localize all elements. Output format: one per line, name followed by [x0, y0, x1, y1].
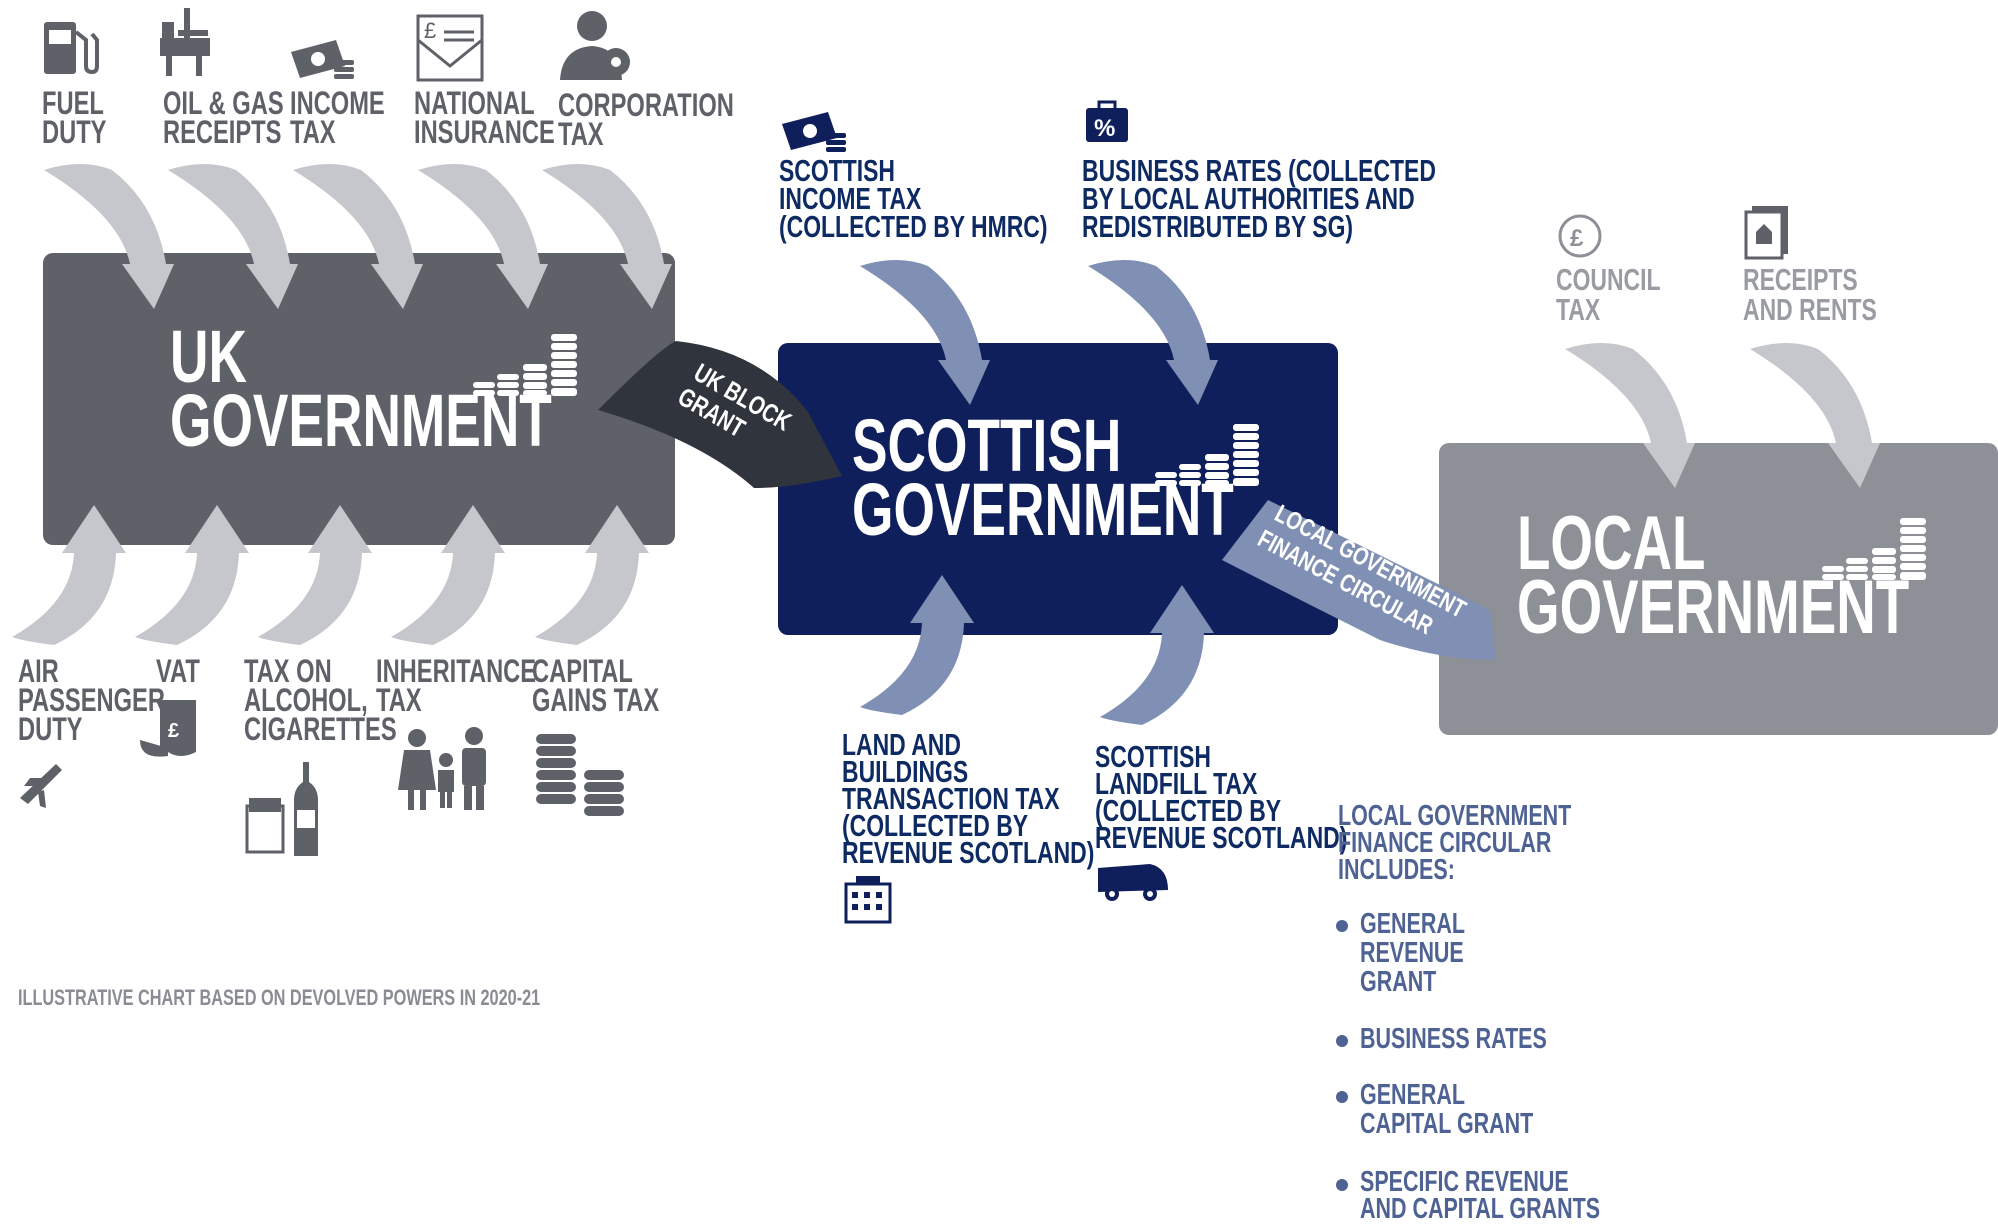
label-oil-gas-receipts: OIL & GAS RECEIPTS [163, 85, 284, 150]
bullet [1336, 920, 1348, 932]
circular-item-business-rates: BUSINESS RATES [1360, 1023, 1547, 1055]
scottish-government-title: SCOTTISH GOVERNMENT [852, 404, 1234, 551]
label-fuel-duty: FUEL DUTY [42, 85, 107, 150]
label-inheritance-tax: INHERITANCE TAX [376, 653, 537, 718]
circular-heading: LOCAL GOVERNMENT FINANCE CIRCULAR INCLUD… [1338, 800, 1572, 886]
envelope-pound-icon: £ [416, 14, 484, 82]
businessman-gear-icon [560, 11, 630, 80]
building-icon [844, 876, 892, 924]
footnote: ILLUSTRATIVE CHART BASED ON DEVOLVED POW… [18, 985, 541, 1010]
coin-stacks-icon [536, 734, 624, 816]
scottish-government-box [778, 343, 1338, 635]
label-air-passenger-duty: AIR PASSENGER DUTY [18, 653, 165, 747]
airplane-icon [20, 764, 62, 808]
uk-government-title: UK GOVERNMENT [170, 315, 552, 462]
label-landfill-tax: SCOTTISH LANDFILL TAX (COLLECTED BY REVE… [1095, 739, 1348, 855]
label-receipts-rents: RECEIPTS AND RENTS [1743, 262, 1877, 327]
svg-text:%: % [1094, 115, 1115, 142]
local-government-title: LOCAL GOVERNMENT [1517, 501, 1910, 650]
uk-government-box [43, 253, 675, 545]
label-income-tax: INCOME TAX [290, 85, 385, 150]
circular-item-general-capital-grant: GENERAL CAPITAL GRANT [1360, 1079, 1534, 1140]
label-business-rates: BUSINESS RATES (COLLECTED BY LOCAL AUTHO… [1082, 153, 1436, 244]
circular-item-general-revenue-grant: GENERAL REVENUE GRANT [1360, 908, 1465, 998]
house-document-icon [1744, 206, 1788, 260]
percent-briefcase-icon: % [1086, 100, 1128, 142]
oil-rig-icon [160, 8, 210, 76]
bullet [1336, 1091, 1348, 1103]
label-capital-gains-tax: CAPITAL GAINS TAX [532, 653, 660, 718]
label-vat: VAT [156, 653, 200, 689]
pound-coin-icon: £ [1558, 214, 1602, 258]
label-corporation-tax: CORPORATION TAX [558, 87, 734, 152]
bullet [1336, 1179, 1348, 1191]
uk-block-grant-arrow: UK BLOCK GRANT [598, 341, 842, 488]
svg-text:£: £ [168, 720, 179, 742]
bullet [1336, 1035, 1348, 1047]
label-alcohol-cigarettes: TAX ON ALCOHOL, CIGARETTES [244, 653, 397, 747]
receipt-icon: £ [140, 700, 196, 757]
cash-coins-icon [291, 40, 354, 79]
svg-text:£: £ [424, 18, 436, 43]
local-government-box [1439, 443, 1998, 735]
sg-cash-coins-icon [782, 112, 846, 152]
family-icon [398, 727, 486, 810]
label-council-tax: COUNCIL TAX [1556, 262, 1661, 327]
cigarettes-bottle-icon [245, 762, 318, 856]
svg-text:£: £ [1570, 225, 1584, 252]
label-scottish-income-tax: SCOTTISH INCOME TAX (COLLECTED BY HMRC) [779, 153, 1048, 244]
fuel-pump-icon [44, 22, 99, 75]
label-national-insurance: NATIONAL INSURANCE [414, 85, 555, 150]
circular-item-specific-grants: SPECIFIC REVENUE AND CAPITAL GRANTS [1360, 1166, 1601, 1225]
label-lbtt: LAND AND BUILDINGS TRANSACTION TAX (COLL… [842, 727, 1095, 870]
refuse-truck-icon [1098, 864, 1168, 901]
